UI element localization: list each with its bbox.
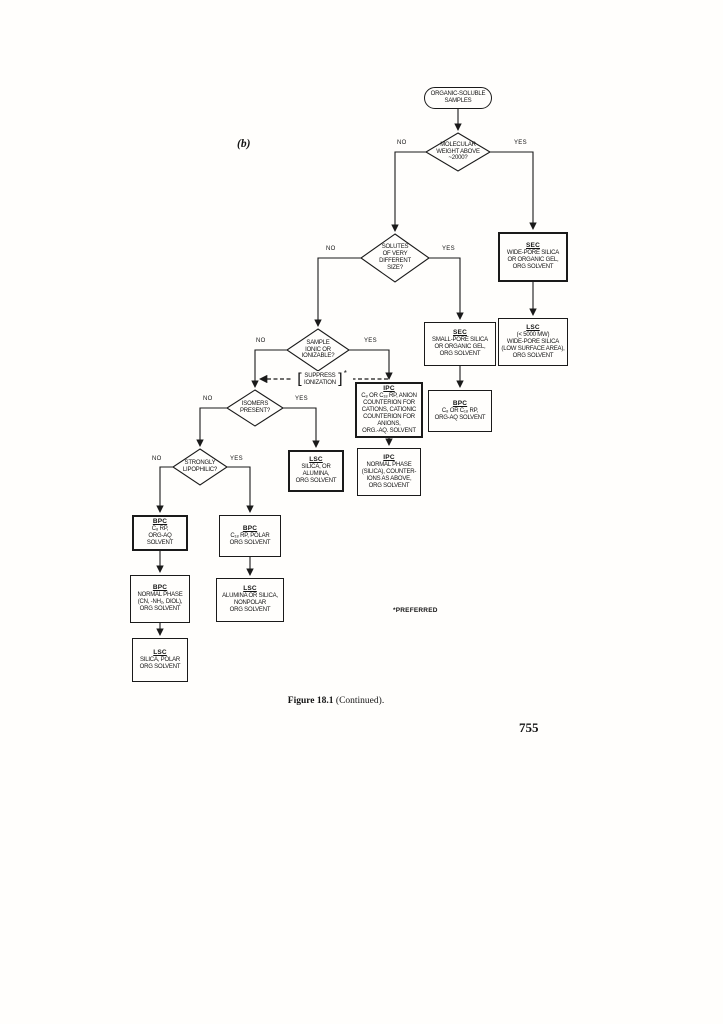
suppress-text: SUPPRESS IONIZATION xyxy=(303,372,336,386)
edge-isomers-yes xyxy=(283,407,320,448)
node-title: LSC xyxy=(153,649,167,657)
node-ipc-normal-phase: IPC NORMAL PHASE (SILICA), COUNTER- IONS… xyxy=(357,448,421,496)
node-body: C₁₈ RP, POLAR ORG SOLVENT xyxy=(229,532,271,546)
edge-mw-yes xyxy=(490,151,537,230)
node-body: C₈ OR C₁₈ RP, ORG-AQ SOLVENT xyxy=(434,407,486,421)
node-title: BPC xyxy=(152,518,168,526)
node-body: NORMAL PHASE (SILICA), COUNTER- IONS AS … xyxy=(361,461,417,489)
figure-caption: Figure 18.1 (Continued). xyxy=(240,696,432,706)
decision-sample-ionic: SAMPLE IONIC OR IONIZABLE? xyxy=(287,329,349,371)
edge-ionic-no xyxy=(251,349,287,388)
decision-text: SAMPLE IONIC OR IONIZABLE? xyxy=(301,339,335,360)
node-sec-small-pore: SEC SMALL-PORE SILICA OR ORGANIC GEL, OR… xyxy=(424,322,496,366)
node-title: LSC xyxy=(243,585,257,593)
node-title: LSC xyxy=(309,456,323,464)
edge-lipophilic-yes xyxy=(227,466,254,513)
diamond-shape xyxy=(361,234,429,282)
node-title: SEC xyxy=(526,242,540,250)
node-body: C₈ OR C₁₈ RP, ANION COUNTERION FOR CATIO… xyxy=(361,392,417,435)
node-body: SILICA, OR ALUMINA, ORG SOLVENT xyxy=(295,464,337,485)
node-title: BPC xyxy=(152,584,168,592)
node-title: BPC xyxy=(242,525,258,533)
node-ipc-reversed-phase: IPC C₈ OR C₁₈ RP, ANION COUNTERION FOR C… xyxy=(355,382,423,438)
node-bpc-c8-c18: BPC C₈ OR C₁₈ RP, ORG-AQ SOLVENT xyxy=(428,390,492,432)
suppress-ionization-note: [ SUPPRESS IONIZATION ] * xyxy=(291,369,353,388)
figure-caption-number: Figure 18.1 xyxy=(287,696,334,706)
decision-strongly-lipophilic: STRONGLY LIPOPHILIC? xyxy=(173,449,227,485)
edge-solutes-no xyxy=(314,257,361,327)
node-body: WIDE-PORE SILICA OR ORGANIC GEL, ORG SOL… xyxy=(506,250,560,271)
node-lsc-wide-pore: LSC (< 5000 MW) WIDE-PORE SILICA (LOW SU… xyxy=(498,318,568,366)
edge-label-yes-solutes: YES xyxy=(442,246,455,252)
node-body: SILICA, POLAR ORG SOLVENT xyxy=(139,656,181,670)
open-bracket: [ xyxy=(297,369,303,388)
edge-mw-no xyxy=(391,151,426,232)
close-bracket: ] xyxy=(336,369,343,388)
decision-text: MOLECULAR WEIGHT ABOVE ~2000? xyxy=(436,141,480,162)
node-sec-wide-pore: SEC WIDE-PORE SILICA OR ORGANIC GEL, ORG… xyxy=(498,232,568,282)
edge-label-yes-isomers: YES xyxy=(295,396,308,402)
edge-label-yes-lipophilic: YES xyxy=(230,456,243,462)
decision-solutes-size: SOLUTES OF VERY DIFFERENT SIZE? xyxy=(361,234,429,282)
decision-isomers-present: ISOMERS PRESENT? xyxy=(227,390,283,426)
node-body: ALUMINA OR SILICA, NONPOLAR ORG SOLVENT xyxy=(222,593,278,614)
figure-part-label: (b) xyxy=(237,138,251,150)
decision-text: STRONGLY LIPOPHILIC? xyxy=(182,460,218,473)
edge-label-no-lipophilic: NO xyxy=(152,456,162,462)
node-body: NORMAL PHASE (CN, -NH₂, DIOL), ORG SOLVE… xyxy=(137,592,183,613)
decision-molecular-weight: MOLECULAR WEIGHT ABOVE ~2000? xyxy=(426,133,490,171)
edge-label-yes-ionic: YES xyxy=(364,338,377,344)
edge-label-no-isomers: NO xyxy=(203,396,213,402)
node-lsc-silica-polar: LSC SILICA, POLAR ORG SOLVENT xyxy=(132,638,188,682)
node-organic-soluble-samples: ORGANIC-SOLUBLE SAMPLES xyxy=(424,87,492,109)
decision-text: ISOMERS PRESENT? xyxy=(239,401,271,414)
diamond-shape xyxy=(173,449,227,485)
node-bpc-normal-phase: BPC NORMAL PHASE (CN, -NH₂, DIOL), ORG S… xyxy=(130,575,190,623)
diamond-shape xyxy=(227,390,283,426)
node-body: C₈ RP, ORG-AQ SOLVENT xyxy=(146,526,174,547)
node-title: SEC xyxy=(453,329,467,337)
node-lsc-alumina-silica: LSC ALUMINA OR SILICA, NONPOLAR ORG SOLV… xyxy=(216,578,284,622)
node-bpc-c18-polar: BPC C₁₈ RP, POLAR ORG SOLVENT xyxy=(219,515,281,557)
diamond-shape xyxy=(426,133,490,171)
edge-ionic-yes xyxy=(349,349,393,380)
node-bpc-c8: BPC C₈ RP, ORG-AQ SOLVENT xyxy=(132,515,188,551)
node-text: ORGANIC-SOLUBLE SAMPLES xyxy=(430,90,486,104)
node-title: IPC xyxy=(383,453,395,461)
edge-solutes-yes xyxy=(429,257,464,320)
figure-caption-text: (Continued). xyxy=(335,696,385,706)
edge-label-no-mw: NO xyxy=(397,140,407,146)
edge-label-yes-mw: YES xyxy=(514,140,527,146)
decision-text: SOLUTES OF VERY DIFFERENT SIZE? xyxy=(379,244,411,271)
preferred-asterisk: * xyxy=(343,369,347,378)
edge-label-no-ionic: NO xyxy=(256,338,266,344)
edge-isomers-no xyxy=(196,407,227,447)
page-number: 755 xyxy=(519,720,539,735)
node-body: SMALL-PORE SILICA OR ORGANIC GEL, ORG SO… xyxy=(432,337,488,358)
node-title: BPC xyxy=(452,400,468,408)
node-title: LSC xyxy=(526,323,540,331)
node-title: IPC xyxy=(383,384,395,392)
edge-label-no-solutes: NO xyxy=(326,246,336,252)
preferred-footnote: *PREFERRED xyxy=(393,607,438,614)
edge-lipophilic-no xyxy=(156,466,173,513)
node-body: (< 5000 MW) WIDE-PORE SILICA (LOW SURFAC… xyxy=(501,331,565,359)
node-lsc-silica-alumina: LSC SILICA, OR ALUMINA, ORG SOLVENT xyxy=(288,450,344,492)
